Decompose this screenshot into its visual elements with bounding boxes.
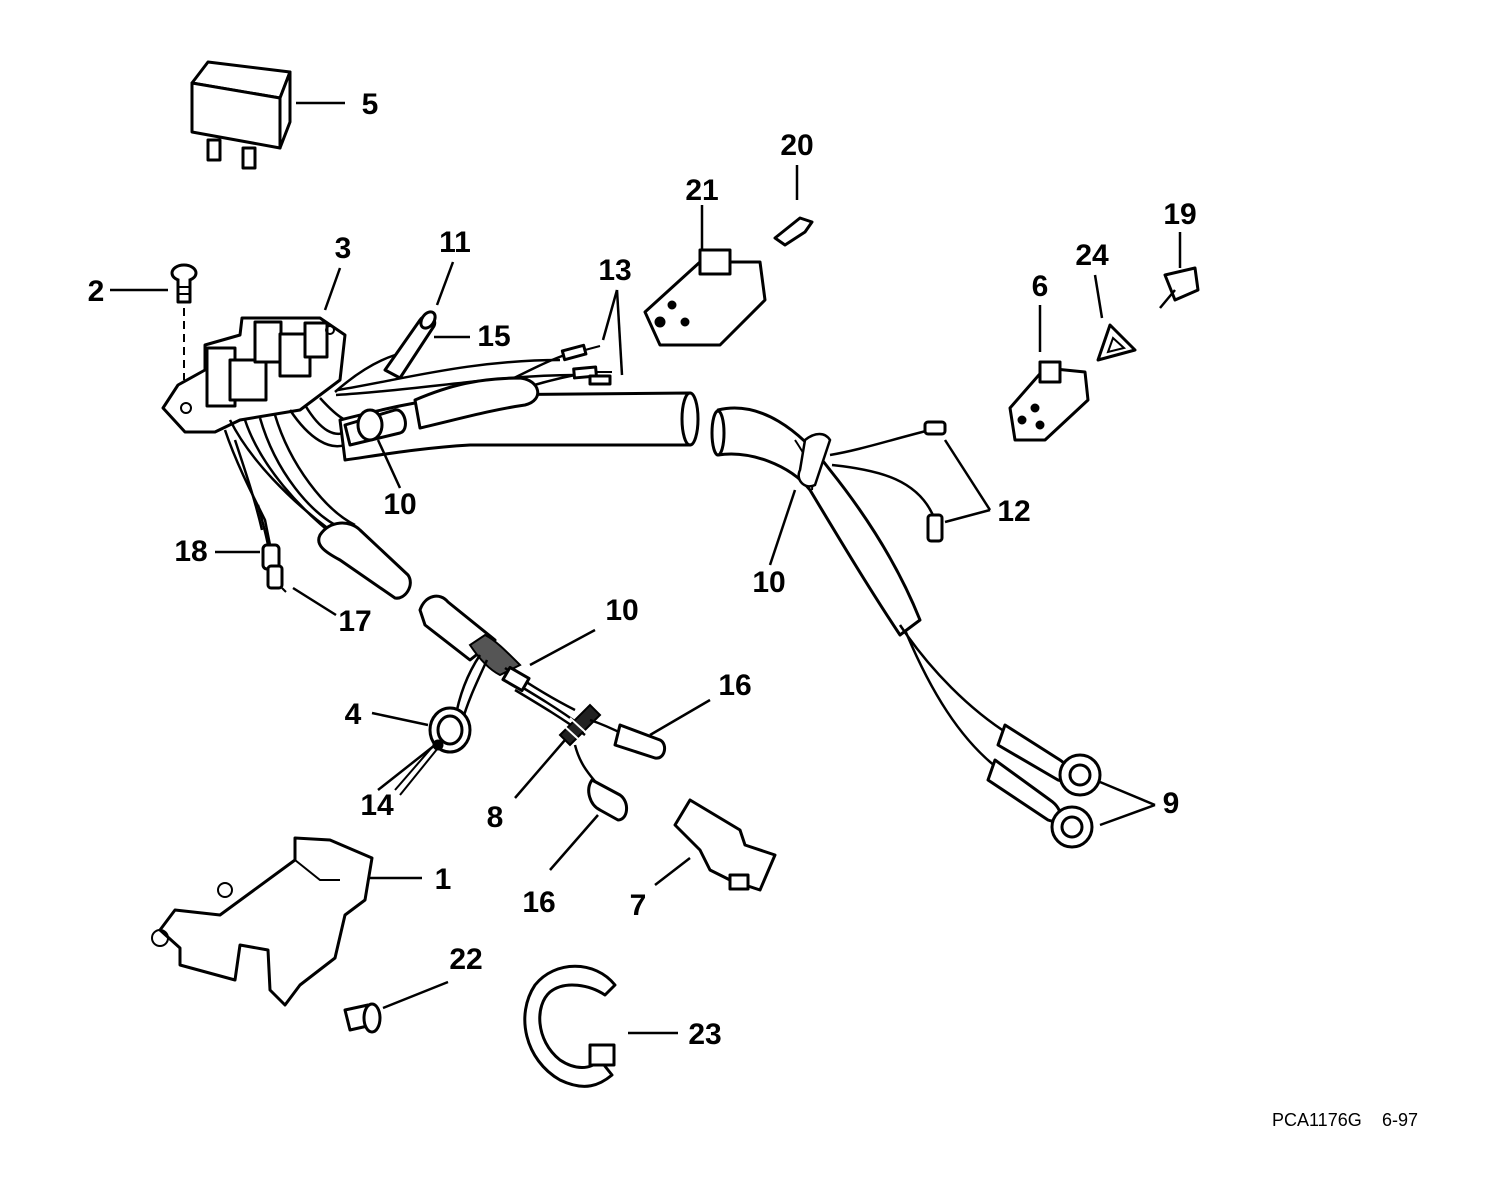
callout-10-right: 10 [752, 566, 785, 599]
callout-15: 15 [477, 320, 510, 353]
bracket-part [151, 836, 374, 1007]
callout-1: 1 [435, 863, 452, 896]
callout-20: 20 [780, 129, 813, 162]
callout-12: 12 [997, 495, 1030, 528]
callout-16-upper: 16 [718, 669, 751, 702]
callout-11: 11 [439, 226, 471, 259]
callout-6: 6 [1032, 270, 1049, 303]
callout-23: 23 [688, 1018, 721, 1051]
callout-19: 19 [1163, 198, 1196, 231]
callout-16-lower: 16 [522, 886, 555, 919]
callout-7: 7 [630, 889, 647, 922]
drawing-date: 6-97 [1382, 1110, 1418, 1130]
relay-part [190, 60, 292, 170]
terminal-block-part [161, 316, 347, 434]
callout-4: 4 [345, 698, 362, 731]
drawing-code: PCA1176G [1272, 1110, 1362, 1130]
callout-2: 2 [88, 275, 105, 308]
callout-24: 24 [1075, 239, 1109, 272]
leader-lines [110, 101, 1182, 1035]
callout-18: 18 [174, 535, 207, 568]
wire-bundle [223, 353, 576, 546]
callout-5: 5 [362, 88, 379, 121]
pin-housing-19-part [1159, 266, 1200, 309]
bullet-connectors-part [573, 718, 667, 822]
callout-8: 8 [487, 801, 504, 834]
callout-14: 14 [360, 789, 394, 822]
convoluted-tubing-lower [317, 521, 586, 737]
pin-20-part [773, 216, 814, 247]
wire-cap-part [383, 310, 437, 380]
connector-6-part [1008, 360, 1090, 442]
wire-tie-part [558, 703, 602, 749]
convoluted-tubing-right [710, 406, 1011, 771]
callout-21: 21 [685, 174, 718, 207]
ring-terminals-part [986, 723, 1102, 849]
callout-10-upper: 10 [383, 488, 416, 521]
connector-7-part [673, 798, 777, 892]
connector-21-part [643, 248, 767, 347]
callout-3: 3 [335, 232, 352, 265]
pin-connector-part [256, 504, 287, 593]
convoluted-tubing-upper [338, 376, 700, 462]
callout-9: 9 [1163, 787, 1180, 820]
callout-22: 22 [449, 943, 482, 976]
callout-10-lower: 10 [605, 594, 638, 627]
screw-part [170, 263, 198, 380]
callout-17: 17 [338, 605, 371, 638]
strap-part [523, 964, 617, 1088]
screw-22-part [343, 1002, 382, 1034]
seal-part [1096, 323, 1137, 362]
callout-13: 13 [598, 254, 631, 287]
